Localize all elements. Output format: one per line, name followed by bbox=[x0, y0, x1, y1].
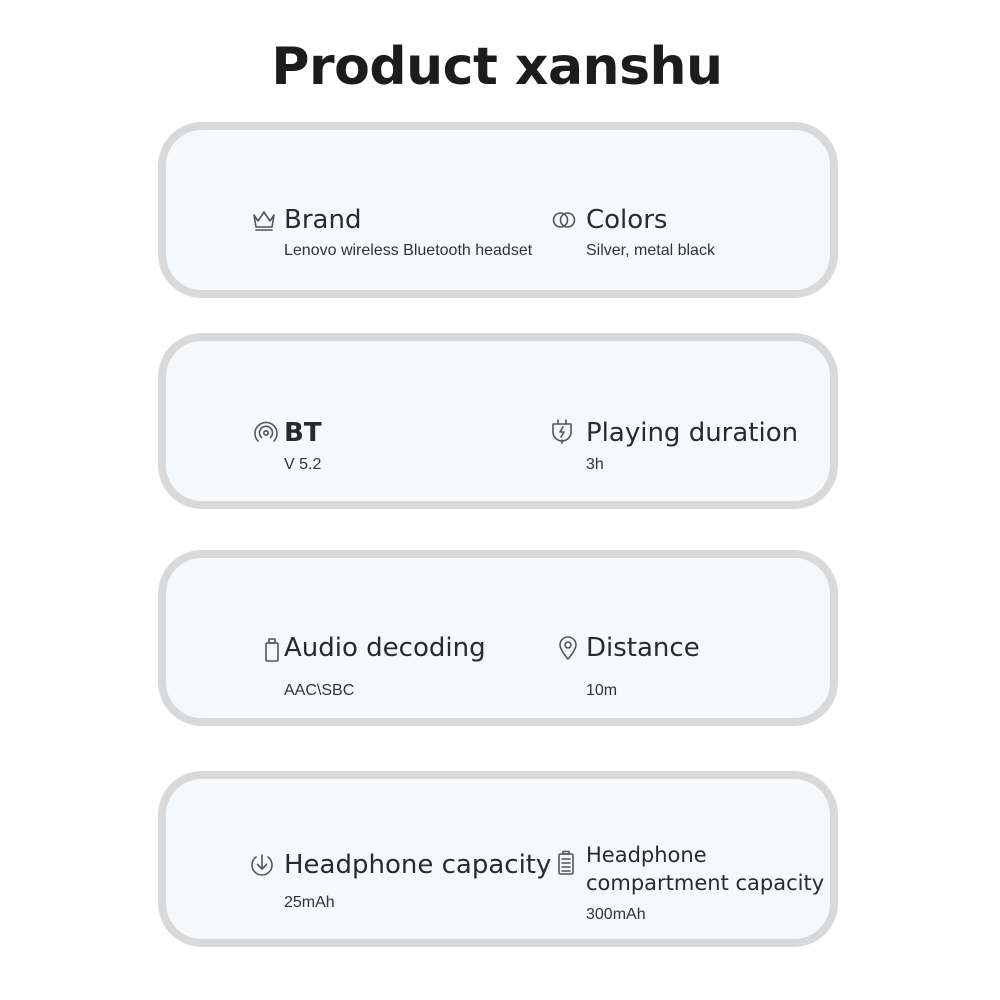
wireless-signal-icon bbox=[252, 419, 280, 447]
spec-label: Brand bbox=[284, 205, 362, 235]
spec-label: Distance bbox=[586, 633, 700, 663]
spec-card-bt-duration: BT V 5.2 Playing duration 3h bbox=[158, 333, 838, 509]
crown-icon bbox=[250, 206, 278, 234]
audio-chip-icon bbox=[258, 636, 286, 664]
spec-label: Playing duration bbox=[586, 418, 799, 448]
spec-card-brand-colors: Brand Lenovo wireless Bluetooth headset … bbox=[158, 122, 838, 298]
spec-label: Audio decoding bbox=[284, 633, 486, 663]
spec-value: 10m bbox=[586, 682, 618, 699]
page-title: Product xanshu bbox=[271, 37, 723, 97]
spec-value: V 5.2 bbox=[284, 456, 322, 473]
spec-label: Headphone compartment capacity bbox=[586, 843, 825, 895]
spec-card-audio-distance: Audio decoding AAC\SBC Distance 10m bbox=[158, 550, 838, 726]
location-pin-icon bbox=[554, 634, 582, 662]
spec-value: 3h bbox=[586, 456, 604, 473]
download-arrow-icon bbox=[248, 851, 276, 879]
color-circles-icon bbox=[550, 206, 578, 234]
charging-plug-icon bbox=[548, 417, 576, 445]
spec-label: BT bbox=[284, 418, 322, 448]
spec-value: AAC\SBC bbox=[284, 682, 355, 699]
spec-value: Lenovo wireless Bluetooth headset bbox=[284, 242, 533, 259]
spec-card-capacity: Headphone capacity 25mAh Headphone compa… bbox=[158, 771, 838, 947]
spec-value: Silver, metal black bbox=[586, 242, 715, 259]
spec-label: Colors bbox=[586, 205, 668, 235]
spec-label: Headphone capacity bbox=[284, 850, 552, 880]
battery-icon bbox=[552, 849, 580, 877]
spec-value: 25mAh bbox=[284, 894, 335, 911]
spec-value: 300mAh bbox=[586, 906, 646, 923]
